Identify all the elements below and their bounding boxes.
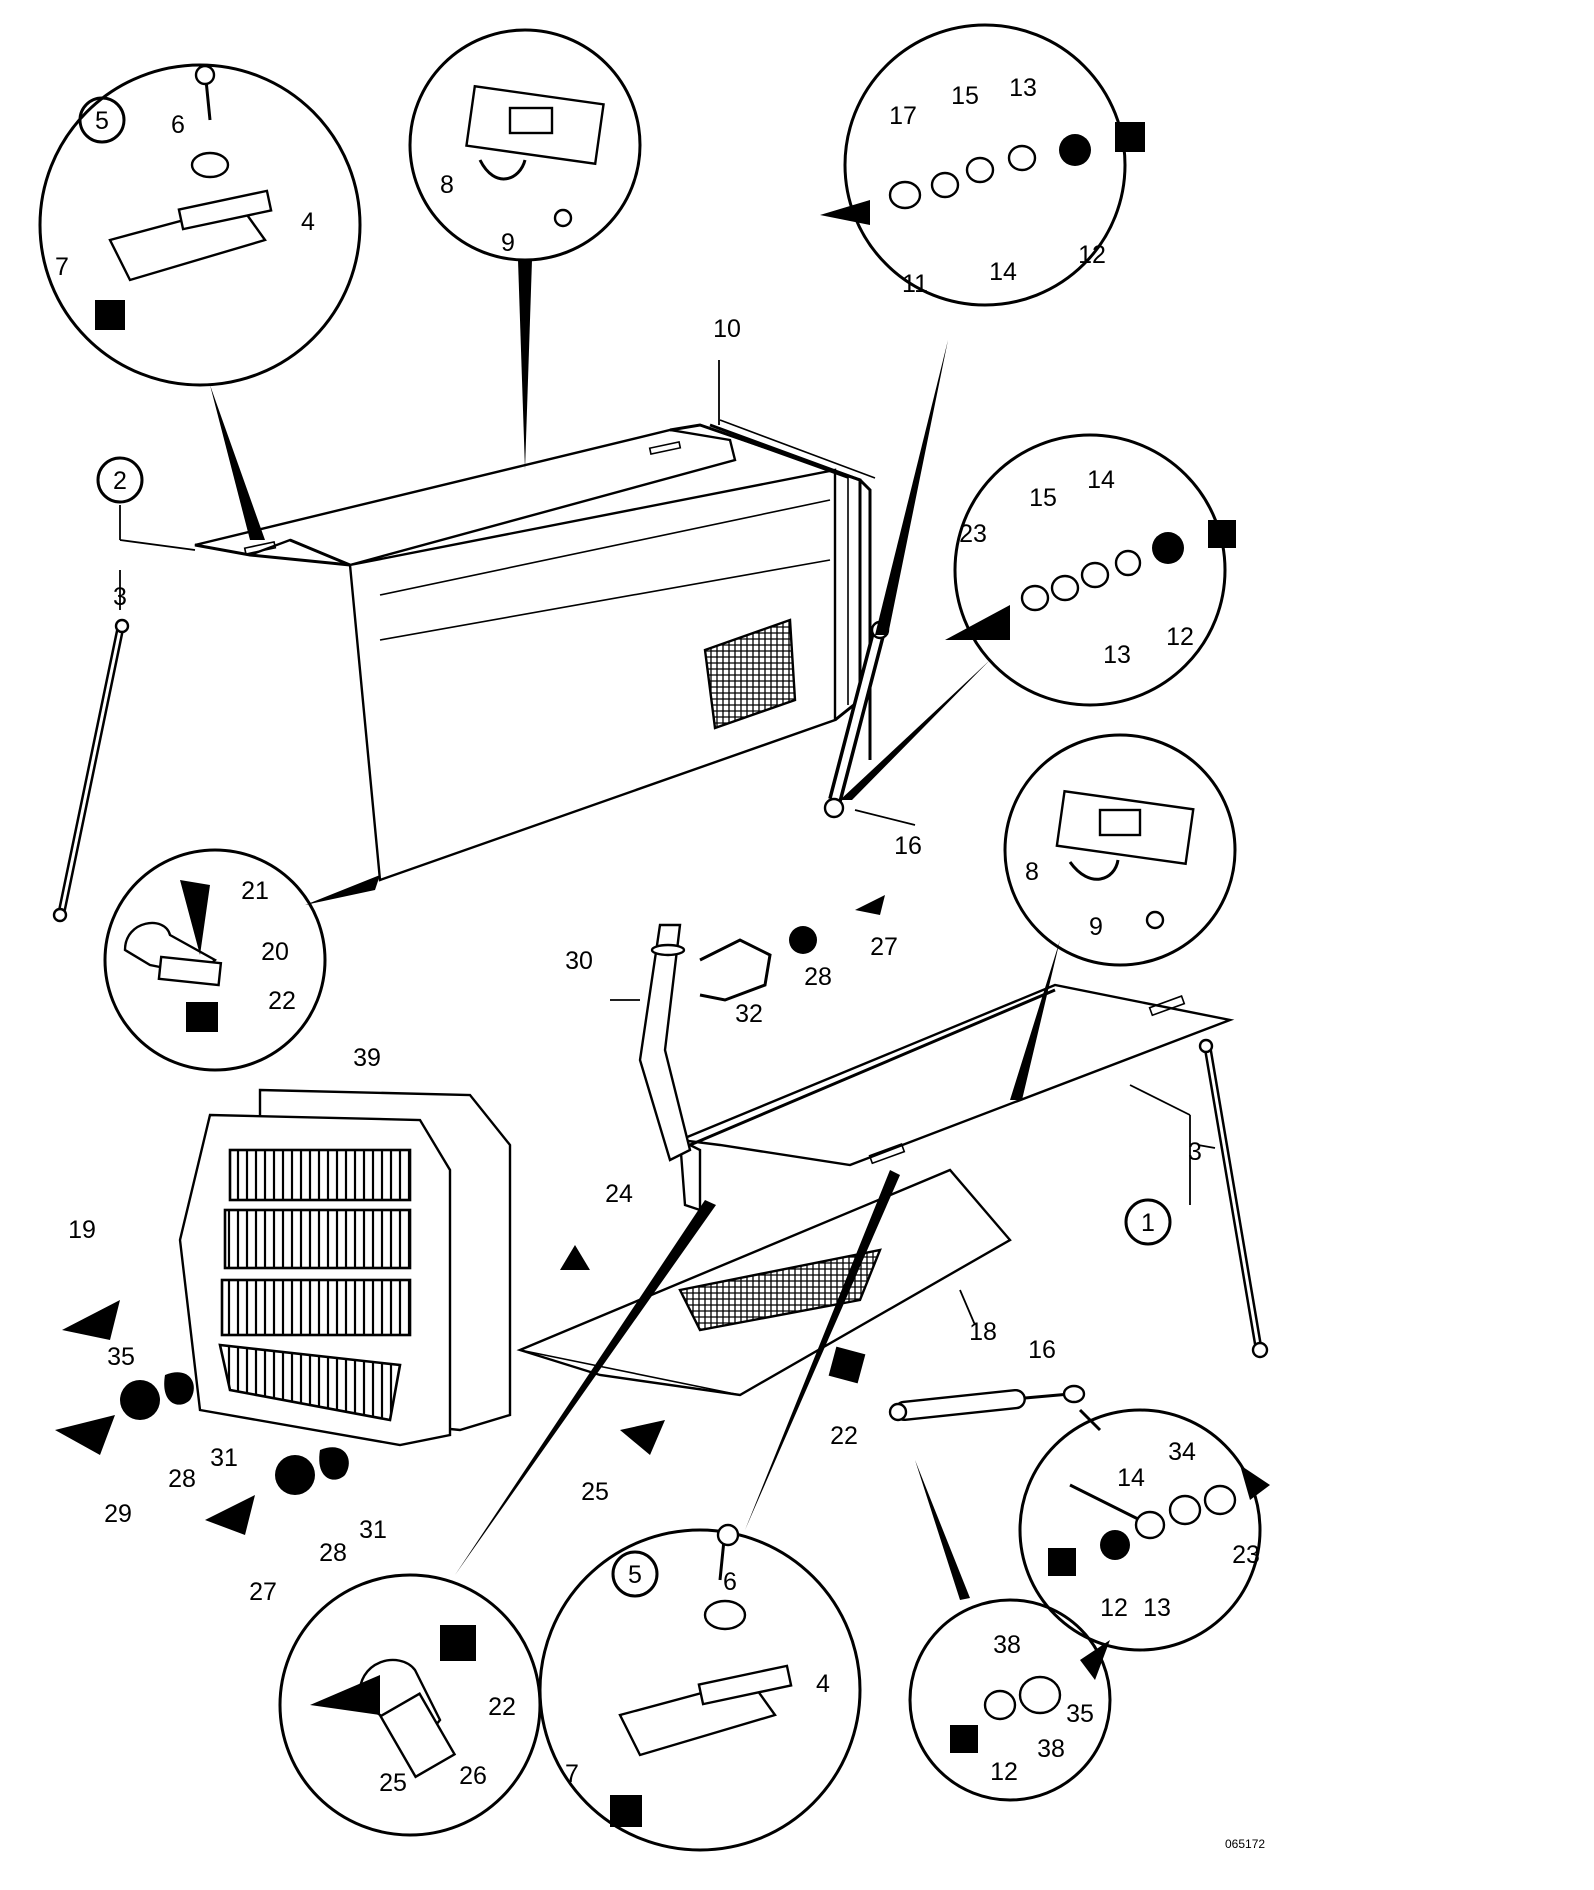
callout-15: 15 xyxy=(951,82,979,110)
detail-circle-clip-bottom xyxy=(278,1200,716,1837)
upper-cover-panel xyxy=(194,423,862,882)
callout-rings xyxy=(78,96,1172,1598)
heater-unit xyxy=(178,1088,512,1447)
callout-9: 9 xyxy=(1089,913,1103,941)
callout-16: 16 xyxy=(894,832,922,860)
callout-14: 14 xyxy=(1087,466,1115,494)
callout-19: 19 xyxy=(68,1216,96,1244)
drawing-number: 065172 xyxy=(1225,1837,1265,1851)
callout-8: 8 xyxy=(1025,858,1039,886)
callout-13: 13 xyxy=(1009,74,1037,102)
callout-27: 27 xyxy=(870,933,898,961)
callout-15: 15 xyxy=(1029,484,1057,512)
callout-14: 14 xyxy=(1117,1464,1145,1492)
detail-circle-strut-fixing-lower xyxy=(1018,1408,1270,1652)
callout-5: 5 xyxy=(628,1561,642,1589)
callout-12: 12 xyxy=(990,1758,1018,1786)
callout-31: 31 xyxy=(210,1444,238,1472)
callout-18: 18 xyxy=(969,1318,997,1346)
callout-17: 17 xyxy=(889,102,917,130)
callout-22: 22 xyxy=(830,1422,858,1450)
callout-25: 25 xyxy=(379,1769,407,1797)
gas-strut-bottom xyxy=(888,1384,1086,1422)
callout-3: 3 xyxy=(113,583,127,611)
callout-6: 6 xyxy=(171,111,185,139)
callout-35: 35 xyxy=(1066,1700,1094,1728)
callout-3: 3 xyxy=(1188,1138,1202,1166)
callout-38: 38 xyxy=(1037,1735,1065,1763)
callout-20: 20 xyxy=(261,938,289,966)
callout-6: 6 xyxy=(723,1568,737,1596)
callout-28: 28 xyxy=(168,1465,196,1493)
callout-12: 12 xyxy=(1078,241,1106,269)
pipe-30 xyxy=(638,923,692,1162)
gas-strut-left xyxy=(52,618,130,923)
callout-31: 31 xyxy=(359,1516,387,1544)
callout-13: 13 xyxy=(1103,641,1131,669)
detail-circle-clip-left xyxy=(103,848,380,1072)
callout-labels: 1 2 3 3 4 4 5 5 6 6 7 7 8 8 9 9 10 11 12… xyxy=(55,74,1260,1797)
detail-circle-lock-top xyxy=(38,63,362,540)
callout-39: 39 xyxy=(353,1044,381,1072)
detail-circle-strut-fixing-mid xyxy=(840,433,1236,800)
detail-circle-spacers xyxy=(908,1460,1112,1802)
callout-4: 4 xyxy=(301,208,315,236)
loose-fixings xyxy=(55,895,885,1535)
callout-10: 10 xyxy=(713,315,741,343)
callout-25: 25 xyxy=(581,1478,609,1506)
callout-21: 21 xyxy=(241,877,269,905)
seal-strip xyxy=(709,419,876,760)
callout-7: 7 xyxy=(565,1760,579,1788)
bracket-32 xyxy=(699,938,772,1002)
detail-circle-latch-right xyxy=(1003,733,1237,1100)
callout-38: 38 xyxy=(993,1631,1021,1659)
callout-28: 28 xyxy=(804,963,832,991)
callout-1: 1 xyxy=(1141,1209,1155,1237)
callout-34: 34 xyxy=(1168,1438,1196,1466)
lower-floor-panel xyxy=(516,1168,1012,1397)
callout-27: 27 xyxy=(249,1578,277,1606)
callout-23: 23 xyxy=(1232,1541,1260,1569)
callout-23: 23 xyxy=(959,520,987,548)
callout-16: 16 xyxy=(1028,1336,1056,1364)
detail-circle-strut-fixing-top xyxy=(820,23,1145,635)
callout-24: 24 xyxy=(605,1180,633,1208)
callout-11: 11 xyxy=(902,270,928,298)
detail-circle-latch-top xyxy=(408,28,642,470)
callout-35: 35 xyxy=(107,1343,135,1371)
callout-29: 29 xyxy=(104,1500,132,1528)
callout-30: 30 xyxy=(565,947,593,975)
upper-cover-grille xyxy=(703,618,797,730)
callout-4: 4 xyxy=(816,1670,830,1698)
callout-9: 9 xyxy=(501,229,515,257)
callout-5: 5 xyxy=(95,107,109,135)
callout-13: 13 xyxy=(1143,1594,1171,1622)
detail-circle-lock-bottom xyxy=(538,1170,900,1852)
callout-26: 26 xyxy=(459,1762,487,1790)
callout-12: 12 xyxy=(1166,623,1194,651)
callout-7: 7 xyxy=(55,253,69,281)
callout-14: 14 xyxy=(989,258,1017,286)
callout-22: 22 xyxy=(488,1693,516,1721)
gas-strut-right-lower xyxy=(1198,1038,1269,1359)
callout-22: 22 xyxy=(268,987,296,1015)
callout-8: 8 xyxy=(440,171,454,199)
callout-32: 32 xyxy=(735,1000,763,1028)
callout-12: 12 xyxy=(1100,1594,1128,1622)
leader-lines xyxy=(119,360,1216,1326)
callout-28: 28 xyxy=(319,1539,347,1567)
callout-2: 2 xyxy=(113,467,127,495)
